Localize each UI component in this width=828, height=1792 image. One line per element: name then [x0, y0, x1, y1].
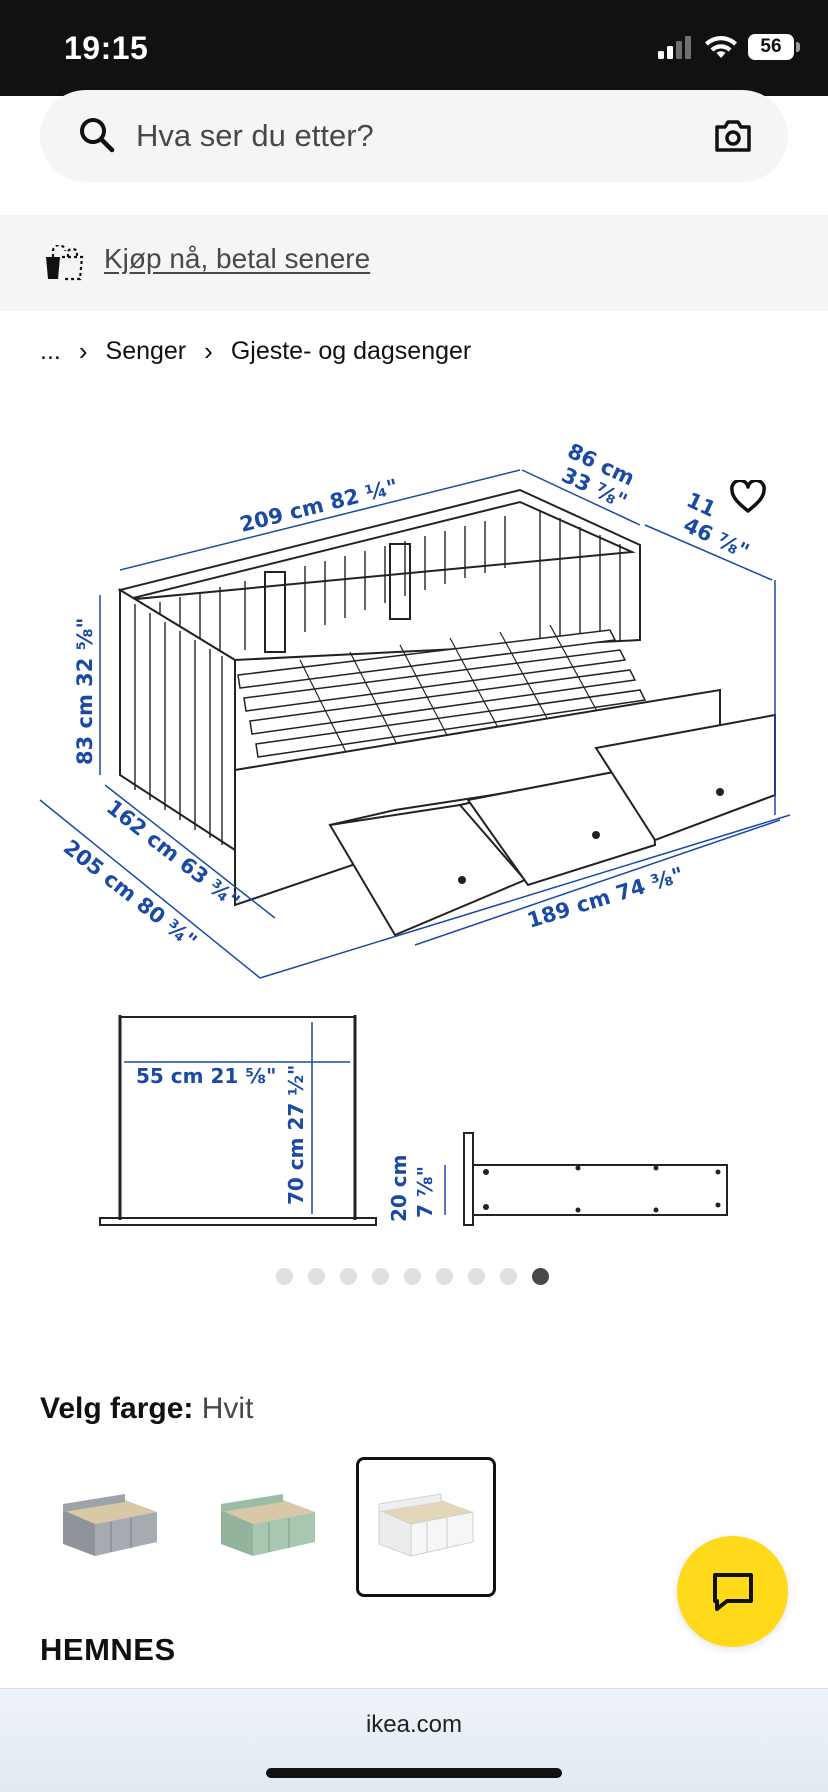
product-name: HEMNES [40, 1632, 176, 1667]
dimension-drawer-height-in: 7 ⅞" [413, 1166, 437, 1218]
drawer-detail [444, 1132, 728, 1226]
buy-now-pay-later-link[interactable]: Kjøp nå, betal senere [104, 243, 371, 274]
breadcrumb: ... › Senger › Gjeste- og dagsenger [40, 336, 471, 367]
shopping-bag-icon [46, 245, 84, 281]
status-bar: 19:15 56 [0, 0, 828, 96]
heart-icon[interactable] [729, 480, 767, 514]
wifi-icon [705, 36, 737, 58]
chat-button[interactable] [677, 1536, 788, 1647]
breadcrumb-item-gjeste-og-dagsenger[interactable]: Gjeste- og dagsenger [230, 337, 472, 365]
drawers [328, 713, 776, 937]
favorite-button[interactable] [725, 474, 771, 520]
color-swatches [40, 1457, 496, 1597]
dimension-headboard-height: 70 cm 27 ½" [284, 1065, 308, 1205]
color-swatch-green[interactable] [198, 1457, 338, 1597]
dimension-headboard-width: 55 cm 21 ⅝" [136, 1064, 276, 1088]
camera-icon[interactable] [714, 118, 752, 154]
carousel-dot[interactable] [404, 1268, 421, 1285]
carousel-dot[interactable] [276, 1268, 293, 1285]
dimension-drawer-height-cm: 20 cm [387, 1155, 411, 1223]
buy-now-pay-later-banner: Kjøp nå, betal senere [0, 215, 828, 311]
color-label-title: Velg farge: [40, 1392, 194, 1425]
daybed-green-thumbnail [221, 1494, 315, 1556]
carousel-dot[interactable] [340, 1268, 357, 1285]
search-icon[interactable] [78, 116, 116, 154]
carousel-dots[interactable] [276, 1268, 549, 1285]
color-swatch-grey[interactable] [40, 1457, 180, 1597]
url-address[interactable]: ikea.com [365, 1711, 463, 1738]
breadcrumb-ellipsis[interactable]: ... [40, 337, 61, 365]
color-selected-value: Hvit [201, 1392, 254, 1425]
carousel-dot[interactable] [308, 1268, 325, 1285]
home-indicator[interactable] [266, 1768, 562, 1778]
chevron-right-icon: › [78, 336, 88, 366]
carousel-dot[interactable] [532, 1268, 549, 1285]
daybed-grey-thumbnail [63, 1494, 157, 1556]
color-swatch-white[interactable] [356, 1457, 496, 1597]
product-image[interactable]: 209 cm 82 ¼" 86 cm 33 ⅞" 11 46 ⅞" 83 cm … [0, 400, 828, 1260]
daybed-drawing [117, 488, 776, 937]
breadcrumb-item-senger[interactable]: Senger [105, 337, 187, 365]
search-input[interactable] [136, 112, 696, 160]
search-bar[interactable] [40, 90, 788, 182]
headboard-detail [99, 1015, 377, 1226]
carousel-dot[interactable] [468, 1268, 485, 1285]
daybed-white-thumbnail [378, 1493, 474, 1557]
carousel-dot[interactable] [500, 1268, 517, 1285]
dimension-height: 83 cm 32 ⅝" [73, 618, 97, 765]
status-icons: 56 [658, 34, 800, 60]
carousel-dot[interactable] [372, 1268, 389, 1285]
color-label: Velg farge: Hvit [40, 1392, 253, 1426]
browser-bottom-bar: ikea.com [0, 1688, 828, 1792]
battery-icon: 56 [748, 34, 800, 60]
dimension-lines [39, 469, 791, 979]
signal-icon [658, 36, 691, 59]
carousel-dot[interactable] [436, 1268, 453, 1285]
chat-icon[interactable] [711, 1571, 755, 1613]
chevron-right-icon: › [204, 336, 213, 366]
status-time: 19:15 [64, 30, 149, 66]
